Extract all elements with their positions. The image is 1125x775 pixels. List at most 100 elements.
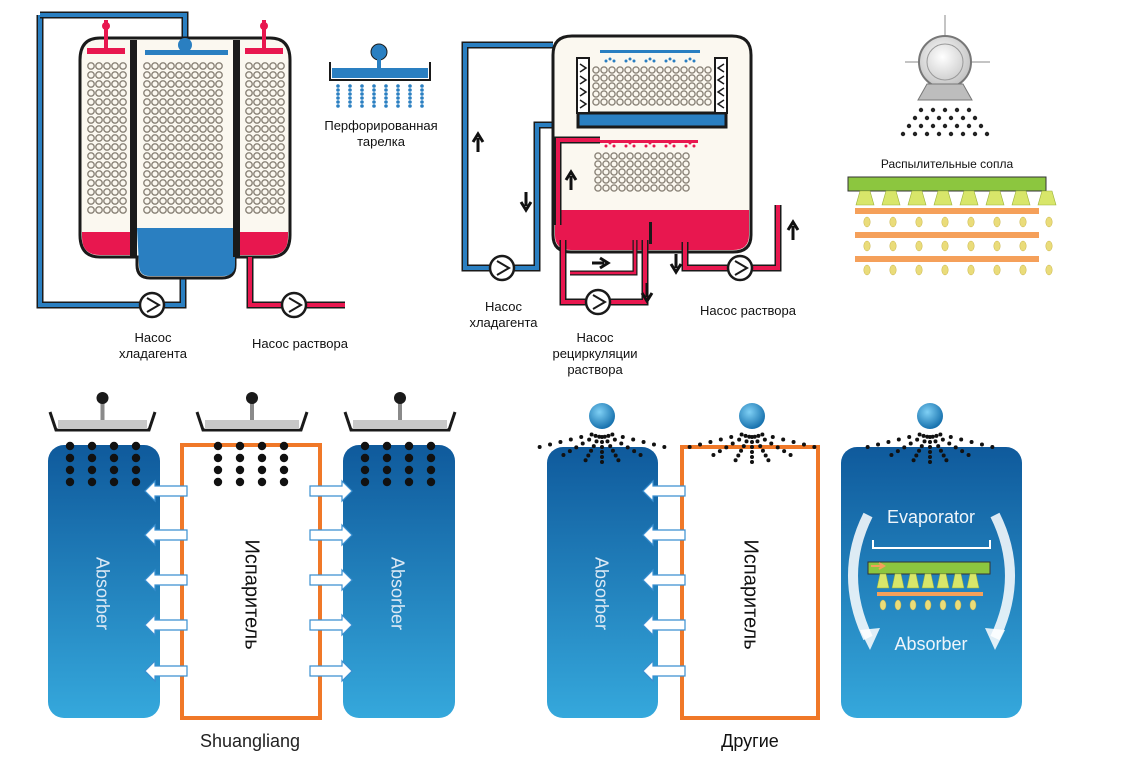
spray-dot (652, 59, 656, 63)
tube-circle (594, 152, 602, 160)
tube-circle (269, 62, 277, 70)
tube-circle (640, 82, 648, 90)
tube-circle (624, 66, 632, 74)
tube-circle (215, 134, 223, 142)
tube-circle (207, 98, 215, 106)
spray-dot (760, 432, 765, 437)
tube-circle (626, 160, 634, 168)
nozzle-cone (951, 573, 965, 589)
tube-circle (87, 197, 95, 205)
drop-dot (279, 477, 289, 487)
nozzle-cone (881, 190, 901, 206)
tube-circle (277, 134, 285, 142)
tube-circle (103, 206, 111, 214)
drop-dot (382, 477, 392, 487)
tube-circle (183, 116, 191, 124)
spray-dot (936, 131, 942, 137)
spray-dot (917, 448, 922, 453)
tube-circle (95, 80, 103, 88)
spray-dot (750, 445, 754, 449)
tube-circle (215, 188, 223, 196)
drop-dot (336, 84, 340, 88)
flow-arrow-icon (309, 523, 353, 547)
tube-circle (674, 168, 682, 176)
spray-dot (600, 440, 604, 444)
drop-dot (396, 88, 400, 92)
tube-circle (111, 188, 119, 196)
tube-circle (191, 89, 199, 97)
tube-circle (215, 125, 223, 133)
spray-dot (624, 59, 628, 63)
drop-dot (420, 104, 424, 108)
tube-circle (119, 152, 127, 160)
spray-dot (600, 460, 604, 464)
spray-dot (944, 458, 949, 463)
tube-circle (624, 74, 632, 82)
tube-circle (624, 90, 632, 98)
tube-circle (175, 134, 183, 142)
tube-circle (674, 184, 682, 192)
tube-circle (191, 125, 199, 133)
tube-circle (618, 168, 626, 176)
tube-circle (634, 160, 642, 168)
tube-circle (616, 98, 624, 106)
tube-circle (680, 98, 688, 106)
tube-circle (261, 188, 269, 196)
tube-circle (253, 143, 261, 151)
tube-circle (119, 80, 127, 88)
tube-circle (269, 188, 277, 196)
tube-circle (167, 80, 175, 88)
tube-circle (656, 98, 664, 106)
spray-dot (687, 445, 692, 449)
tube-circle (111, 125, 119, 133)
drop-dot (404, 465, 414, 475)
spray-dot (612, 437, 617, 442)
tube-circle (594, 160, 602, 168)
tube-circle (143, 179, 151, 187)
spray-dot (972, 131, 978, 137)
tube-circle (119, 197, 127, 205)
tube-circle (650, 184, 658, 192)
tube-circle (269, 80, 277, 88)
drop-dot (348, 104, 352, 108)
drop-dot (360, 96, 364, 100)
flow-arrow-icon (471, 131, 800, 304)
tube-circle (111, 107, 119, 115)
spray-dot (801, 442, 806, 447)
tube-circle (143, 152, 151, 160)
tube-circle (111, 134, 119, 142)
spray-dot (593, 433, 598, 438)
tube-circle (215, 206, 223, 214)
tube-circle (119, 161, 127, 169)
tube-circle (207, 125, 215, 133)
spray-dot (966, 107, 972, 113)
tube-circle (618, 184, 626, 192)
tube-circle (199, 71, 207, 79)
tube-circle (191, 71, 199, 79)
tube-circle (664, 66, 672, 74)
tube-circle (151, 179, 159, 187)
drop-dot (235, 465, 245, 475)
drop-dot (109, 441, 119, 451)
tube-circle (191, 116, 199, 124)
tube-circle (672, 82, 680, 90)
tube-circle (261, 107, 269, 115)
drop-dot (382, 465, 392, 475)
tube-circle (111, 179, 119, 187)
tube-circle (167, 125, 175, 133)
droplet (993, 240, 1001, 252)
tube-circle (167, 188, 175, 196)
tube-circle (175, 98, 183, 106)
tube-circle (143, 125, 151, 133)
nozzle-cone (959, 190, 979, 206)
tube-circle (602, 168, 610, 176)
spray-dot (919, 444, 924, 449)
tube-circle (103, 89, 111, 97)
tube-circle (269, 98, 277, 106)
tube-circle (183, 98, 191, 106)
tube-circle (600, 74, 608, 82)
tube-circle (666, 168, 674, 176)
spray-dot (558, 440, 563, 444)
tube-circle (119, 143, 127, 151)
tube-circle (253, 188, 261, 196)
